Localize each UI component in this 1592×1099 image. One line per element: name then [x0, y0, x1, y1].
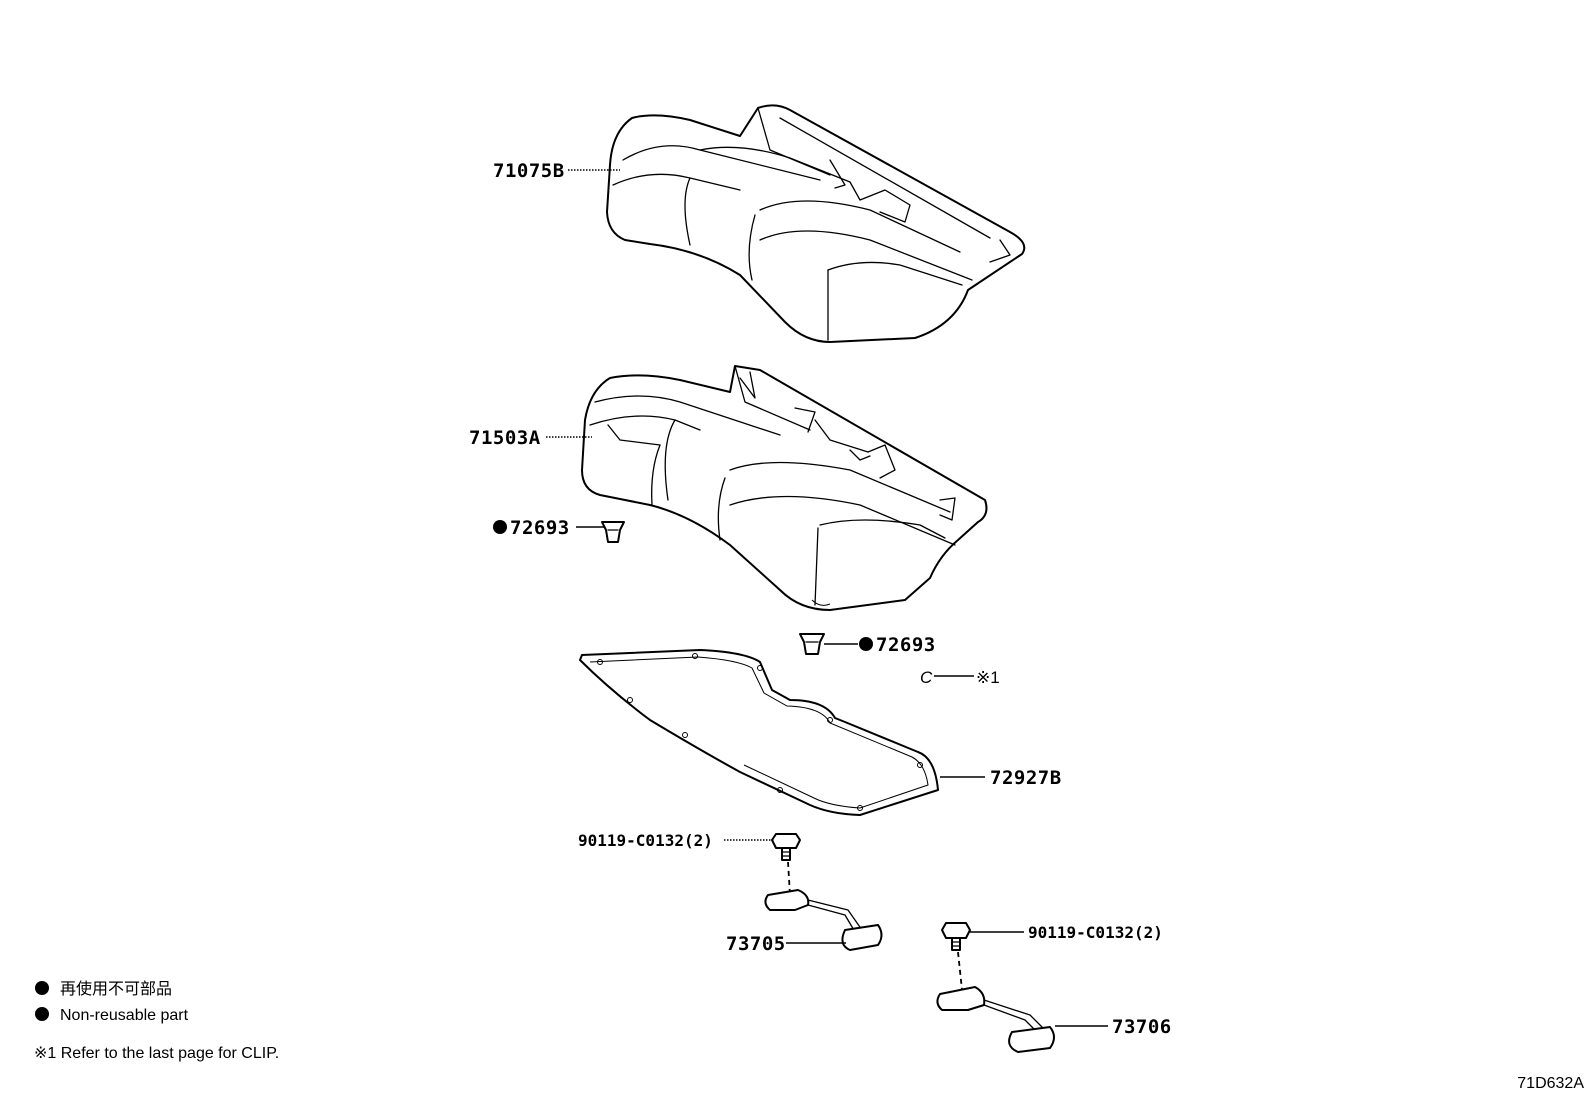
label-clip-left: 72693 [510, 517, 570, 539]
non-reusable-dot-clip-left [493, 520, 507, 534]
hook-right-illustration [936, 986, 1055, 1053]
legend-dot-en [35, 1007, 49, 1021]
label-bolt-left: 90119-C0132(2) [578, 831, 713, 850]
label-hook-right: 73706 [1112, 1016, 1172, 1038]
label-bolt-right: 90119-C0132(2) [1028, 923, 1163, 942]
seat-cushion-pad-illustration [581, 365, 988, 611]
non-reusable-dot-clip-right [859, 637, 873, 651]
label-seat-back: 71075B [493, 160, 565, 182]
label-hook-left: 73705 [726, 933, 786, 955]
label-clip-marker: C [920, 668, 933, 687]
label-clip-ref: ※1 [976, 668, 1000, 687]
bolt-right-illustration [941, 922, 971, 991]
bolt-left-illustration [771, 833, 801, 896]
legend-non-reusable-en: Non-reusable part [60, 1007, 189, 1024]
label-insulator: 72927B [990, 767, 1062, 789]
diagram-id: 71D632A [1517, 1075, 1584, 1092]
legend: 再使用不可部品 Non-reusable part ※1 Refer to th… [34, 980, 279, 1062]
label-clip-right: 72693 [876, 634, 936, 656]
label-cushion-pad: 71503A [469, 427, 541, 449]
insulator-illustration [579, 649, 939, 816]
clip-left-illustration [601, 521, 625, 543]
seat-back-cover-illustration [606, 104, 1026, 343]
legend-clip-note: ※1 Refer to the last page for CLIP. [34, 1045, 279, 1062]
clip-right-illustration [799, 633, 825, 655]
hook-left-illustration [764, 889, 883, 951]
legend-non-reusable-jp: 再使用不可部品 [60, 980, 172, 998]
legend-dot-jp [35, 981, 49, 995]
